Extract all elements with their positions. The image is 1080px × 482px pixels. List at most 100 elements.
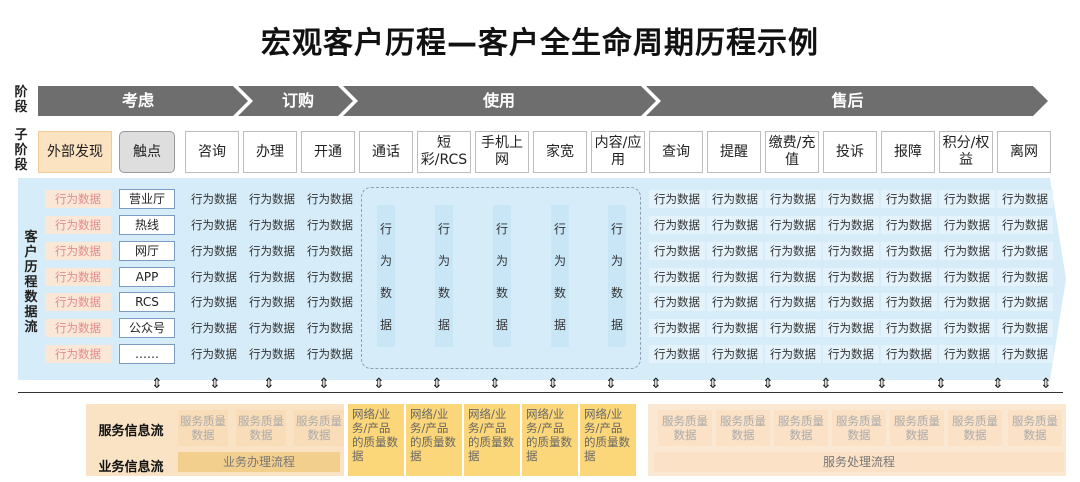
vertical-behavior-char: 为 [437, 254, 450, 268]
vertical-behavior-char: 据 [610, 318, 623, 332]
bidirectional-arrow-icon: ⇕ [762, 375, 774, 391]
behavior-cell: 行为数据 [997, 268, 1053, 286]
touchpoint-item: 网厅 [119, 241, 175, 261]
substage-fault-report: 报障 [881, 131, 935, 173]
behavior-cell: 行为数据 [649, 319, 705, 337]
behavior-cell: 行为数据 [997, 216, 1053, 234]
stage-aftersale: 售后 [831, 91, 864, 110]
behavior-cell: 行为数据 [881, 293, 937, 311]
behavior-cell: 行为数据 [249, 218, 295, 232]
vertical-behavior-column [493, 205, 511, 347]
behavior-cell: 行为数据 [707, 242, 763, 260]
vertical-behavior-char: 数 [437, 286, 450, 300]
behavior-cell: 行为数据 [649, 216, 705, 234]
divider-line [18, 392, 1063, 393]
stage-chevron-order [238, 86, 353, 116]
vertical-behavior-char: 行 [437, 222, 450, 236]
behavior-cell: 行为数据 [707, 345, 763, 363]
behavior-cell: 行为数据 [707, 216, 763, 234]
substage-payment: 缴费/充值 [765, 131, 819, 173]
service-quality-cell: 服务质量数据 [236, 410, 286, 446]
behavior-cell: 行为数据 [823, 319, 879, 337]
touchpoint-item: 营业厅 [119, 189, 175, 209]
behavior-cell: 行为数据 [707, 319, 763, 337]
behavior-cell: 行为数据 [707, 293, 763, 311]
vertical-behavior-char: 行 [379, 222, 392, 236]
business-process-bar: 业务办理流程 [178, 452, 340, 472]
behavior-cell: 行为数据 [939, 268, 995, 286]
service-quality-cell: 服务质量数据 [774, 410, 828, 446]
bidirectional-arrow-icon: ⇕ [992, 375, 1004, 391]
behavior-cell: 行为数据 [997, 190, 1053, 208]
bidirectional-arrow-icon: ⇕ [650, 375, 662, 391]
network-quality-cell: 网络/业务/产品的质量数据 [348, 404, 404, 476]
vertical-behavior-char: 数 [610, 286, 623, 300]
bidirectional-arrow-icon: ⇕ [935, 375, 947, 391]
behavior-cell: 行为数据 [939, 216, 995, 234]
substage-sms-rcs: 短彩/RCS [417, 131, 471, 173]
behavior-cell: 行为数据 [823, 293, 879, 311]
behavior-cell: 行为数据 [191, 244, 237, 258]
touchpoint-item: 热线 [119, 215, 175, 235]
behavior-cell: 行为数据 [881, 216, 937, 234]
behavior-cell: 行为数据 [191, 192, 237, 206]
service-quality-cell: 服务质量数据 [832, 410, 886, 446]
behavior-cell: 行为数据 [765, 293, 821, 311]
vertical-behavior-column [377, 205, 395, 347]
behavior-cell: 行为数据 [191, 218, 237, 232]
service-quality-cell: 服务质量数据 [948, 410, 1002, 446]
behavior-cell: 行为数据 [307, 244, 353, 258]
behavior-cell: 行为数据 [707, 268, 763, 286]
vertical-behavior-column [608, 205, 626, 347]
behavior-cell: 行为数据 [191, 321, 237, 335]
behavior-cell: 行为数据 [649, 293, 705, 311]
stage-label: 阶段 [14, 85, 30, 115]
behavior-cell: 行为数据 [881, 268, 937, 286]
network-quality-cell: 网络/业务/产品的质量数据 [406, 404, 462, 476]
external-behavior-cell: 行为数据 [45, 319, 111, 337]
behavior-cell: 行为数据 [881, 242, 937, 260]
vertical-behavior-char: 行 [495, 222, 508, 236]
external-behavior-cell: 行为数据 [45, 268, 111, 286]
bidirectional-arrow-icon: ⇕ [209, 375, 221, 391]
behavior-cell: 行为数据 [823, 268, 879, 286]
substage-broadband: 家宽 [533, 131, 587, 173]
substage-query: 查询 [649, 131, 703, 173]
external-behavior-cell: 行为数据 [45, 345, 111, 363]
behavior-cell: 行为数据 [765, 216, 821, 234]
substage-handle: 办理 [243, 131, 297, 173]
service-quality-cell: 服务质量数据 [178, 410, 228, 446]
network-quality-cell: 网络/业务/产品的质量数据 [464, 404, 520, 476]
bidirectional-arrow-icon: ⇕ [263, 375, 275, 391]
vertical-behavior-char: 数 [553, 286, 566, 300]
substage-mobile-internet: 手机上网 [475, 131, 529, 173]
substage-reminder: 提醒 [707, 131, 761, 173]
behavior-cell: 行为数据 [249, 295, 295, 309]
behavior-cell: 行为数据 [823, 190, 879, 208]
bidirectional-arrow-icon: ⇕ [1040, 375, 1052, 391]
stage-chevron-consider [38, 86, 248, 116]
substage-call: 通话 [359, 131, 413, 173]
behavior-cell: 行为数据 [307, 295, 353, 309]
behavior-cell: 行为数据 [823, 216, 879, 234]
bidirectional-arrow-icon: ⇕ [318, 375, 330, 391]
network-quality-cell: 网络/业务/产品的质量数据 [522, 404, 578, 476]
vertical-behavior-char: 为 [495, 254, 508, 268]
bidirectional-arrow-icon: ⇕ [489, 375, 501, 391]
vertical-behavior-char: 数 [495, 286, 508, 300]
behavior-cell: 行为数据 [191, 347, 237, 361]
vertical-behavior-char: 行 [610, 222, 623, 236]
bidirectional-arrow-icon: ⇕ [547, 375, 559, 391]
service-quality-cell: 服务质量数据 [890, 410, 944, 446]
stage-label-text: 阶段 [14, 85, 28, 115]
substage-content-app: 内容/应用 [591, 131, 645, 173]
behavior-cell: 行为数据 [307, 218, 353, 232]
behavior-cell: 行为数据 [649, 345, 705, 363]
behavior-cell: 行为数据 [307, 321, 353, 335]
substage-external-discovery: 外部发现 [38, 131, 112, 173]
flow-label: 客户历程数据流 [24, 230, 40, 335]
external-behavior-cell: 行为数据 [45, 242, 111, 260]
stage-use: 使用 [482, 91, 515, 110]
